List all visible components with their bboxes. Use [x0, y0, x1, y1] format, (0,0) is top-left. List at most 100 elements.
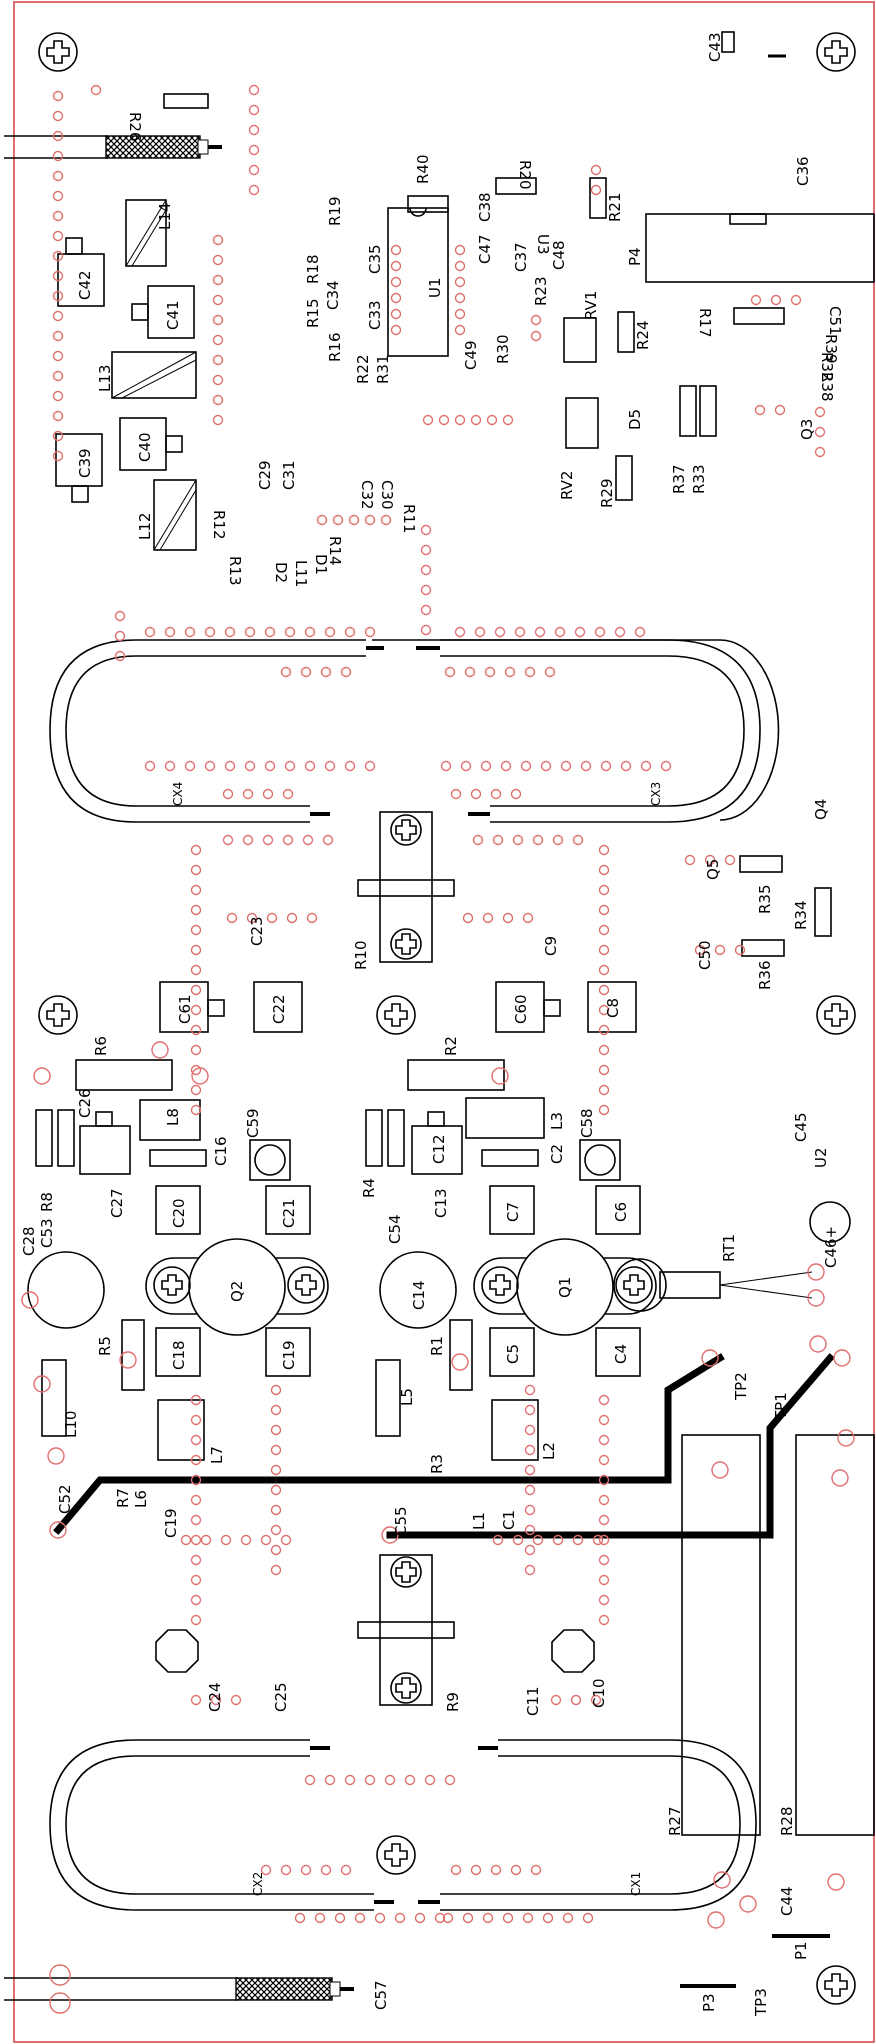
solder-pad	[451, 1353, 469, 1371]
label-C45: C45	[792, 1112, 810, 1142]
label-L1: L1	[470, 1512, 488, 1530]
label-L12: L12	[136, 513, 154, 540]
solder-pad	[354, 1912, 366, 1924]
label-R5: R5	[96, 1336, 114, 1356]
solder-pad	[491, 1067, 509, 1085]
label-C6: C6	[612, 1202, 630, 1222]
solder-pad	[190, 1104, 202, 1116]
solder-pad	[540, 760, 552, 772]
solder-pad	[598, 1414, 610, 1426]
solder-pad	[490, 1864, 502, 1876]
solder-pad	[300, 666, 312, 678]
coax-input-top	[4, 135, 222, 159]
solder-pad	[316, 514, 328, 526]
solder-pad	[284, 626, 296, 638]
solder-pad	[270, 1504, 282, 1516]
solder-pad	[598, 1594, 610, 1606]
label-R9b: R9	[444, 1692, 462, 1712]
label-C58: C58	[578, 1108, 596, 1138]
label-C31: C31	[280, 460, 298, 490]
solder-pad	[52, 130, 64, 142]
solder-pad	[332, 514, 344, 526]
label-R12: R12	[210, 510, 228, 540]
solder-pad	[380, 514, 392, 526]
solder-pad	[260, 1864, 272, 1876]
label-C44: C44	[778, 1886, 796, 1916]
solder-pad	[598, 844, 610, 856]
solder-pad	[224, 760, 236, 772]
label-C54: C54	[386, 1214, 404, 1244]
solder-pad	[212, 314, 224, 326]
solder-pad	[49, 1521, 67, 1539]
solder-pad	[242, 788, 254, 800]
solder-pad	[480, 760, 492, 772]
label-R38: R38	[818, 372, 836, 402]
solder-pad	[390, 244, 402, 256]
solder-pad	[226, 912, 238, 924]
trimmer-caps	[249, 1139, 621, 1181]
solder-pad	[270, 1564, 282, 1576]
solder-pad	[190, 1574, 202, 1586]
label-U1: U1	[426, 277, 444, 298]
solder-pad	[598, 1494, 610, 1506]
label-R16: R16	[326, 332, 344, 362]
label-R26: R26	[126, 112, 144, 142]
solder-pad	[204, 626, 216, 638]
solder-pad	[422, 414, 434, 426]
label-C5: C5	[504, 1344, 522, 1364]
solder-pad	[144, 626, 156, 638]
label-C20: C20	[170, 1198, 188, 1228]
solder-pad	[190, 844, 202, 856]
solder-pad	[190, 964, 202, 976]
solder-pad	[270, 1484, 282, 1496]
solder-pad	[774, 404, 786, 416]
axial-resistors	[35, 93, 832, 1437]
solder-pad	[52, 250, 64, 262]
coax-output-bottom	[4, 1964, 354, 2014]
solder-pad	[390, 276, 402, 288]
label-C61: C61	[176, 994, 194, 1024]
label-C1: C1	[500, 1510, 518, 1530]
solder-pad	[52, 330, 64, 342]
label-C11: C11	[524, 1686, 542, 1716]
solder-pad	[212, 394, 224, 406]
label-R24: R24	[634, 320, 652, 350]
label-TP1: TP1	[772, 1392, 790, 1421]
solder-pad	[590, 1694, 602, 1706]
solder-pad	[420, 584, 432, 596]
label-C50: C50	[696, 940, 714, 970]
solder-pad	[694, 944, 706, 956]
solder-pad	[598, 964, 610, 976]
label-Q4: Q4	[812, 799, 830, 820]
solder-pad	[47, 1447, 65, 1465]
label-C48: C48	[550, 240, 568, 270]
solder-pad	[33, 1067, 51, 1085]
solder-pad	[280, 666, 292, 678]
solder-pad	[270, 1544, 282, 1556]
solder-pad	[770, 294, 782, 306]
label-CX3: CX3	[649, 782, 663, 806]
solder-pad	[280, 1864, 292, 1876]
solder-pad	[562, 1912, 574, 1924]
solder-pad	[524, 1504, 536, 1516]
solder-pad	[270, 1384, 282, 1396]
label-R17: R17	[696, 308, 714, 338]
label-L3: L3	[548, 1112, 566, 1130]
octagon-caps	[155, 1629, 595, 1673]
label-C10: C10	[590, 1678, 608, 1708]
label-C60: C60	[512, 994, 530, 1024]
solder-pad	[324, 760, 336, 772]
solder-pad	[524, 1384, 536, 1396]
label-R10: R10	[352, 940, 370, 970]
label-L14: L14	[156, 203, 174, 230]
trimmer-R9	[357, 1554, 455, 1706]
solder-pad	[190, 1474, 202, 1486]
label-C49: C49	[462, 340, 480, 370]
solder-pad	[222, 834, 234, 846]
label-R31: R31	[374, 354, 392, 384]
solder-pad	[814, 446, 826, 458]
label-C9: C9	[542, 936, 560, 956]
label-C35: C35	[366, 244, 384, 274]
solder-pad	[324, 626, 336, 638]
